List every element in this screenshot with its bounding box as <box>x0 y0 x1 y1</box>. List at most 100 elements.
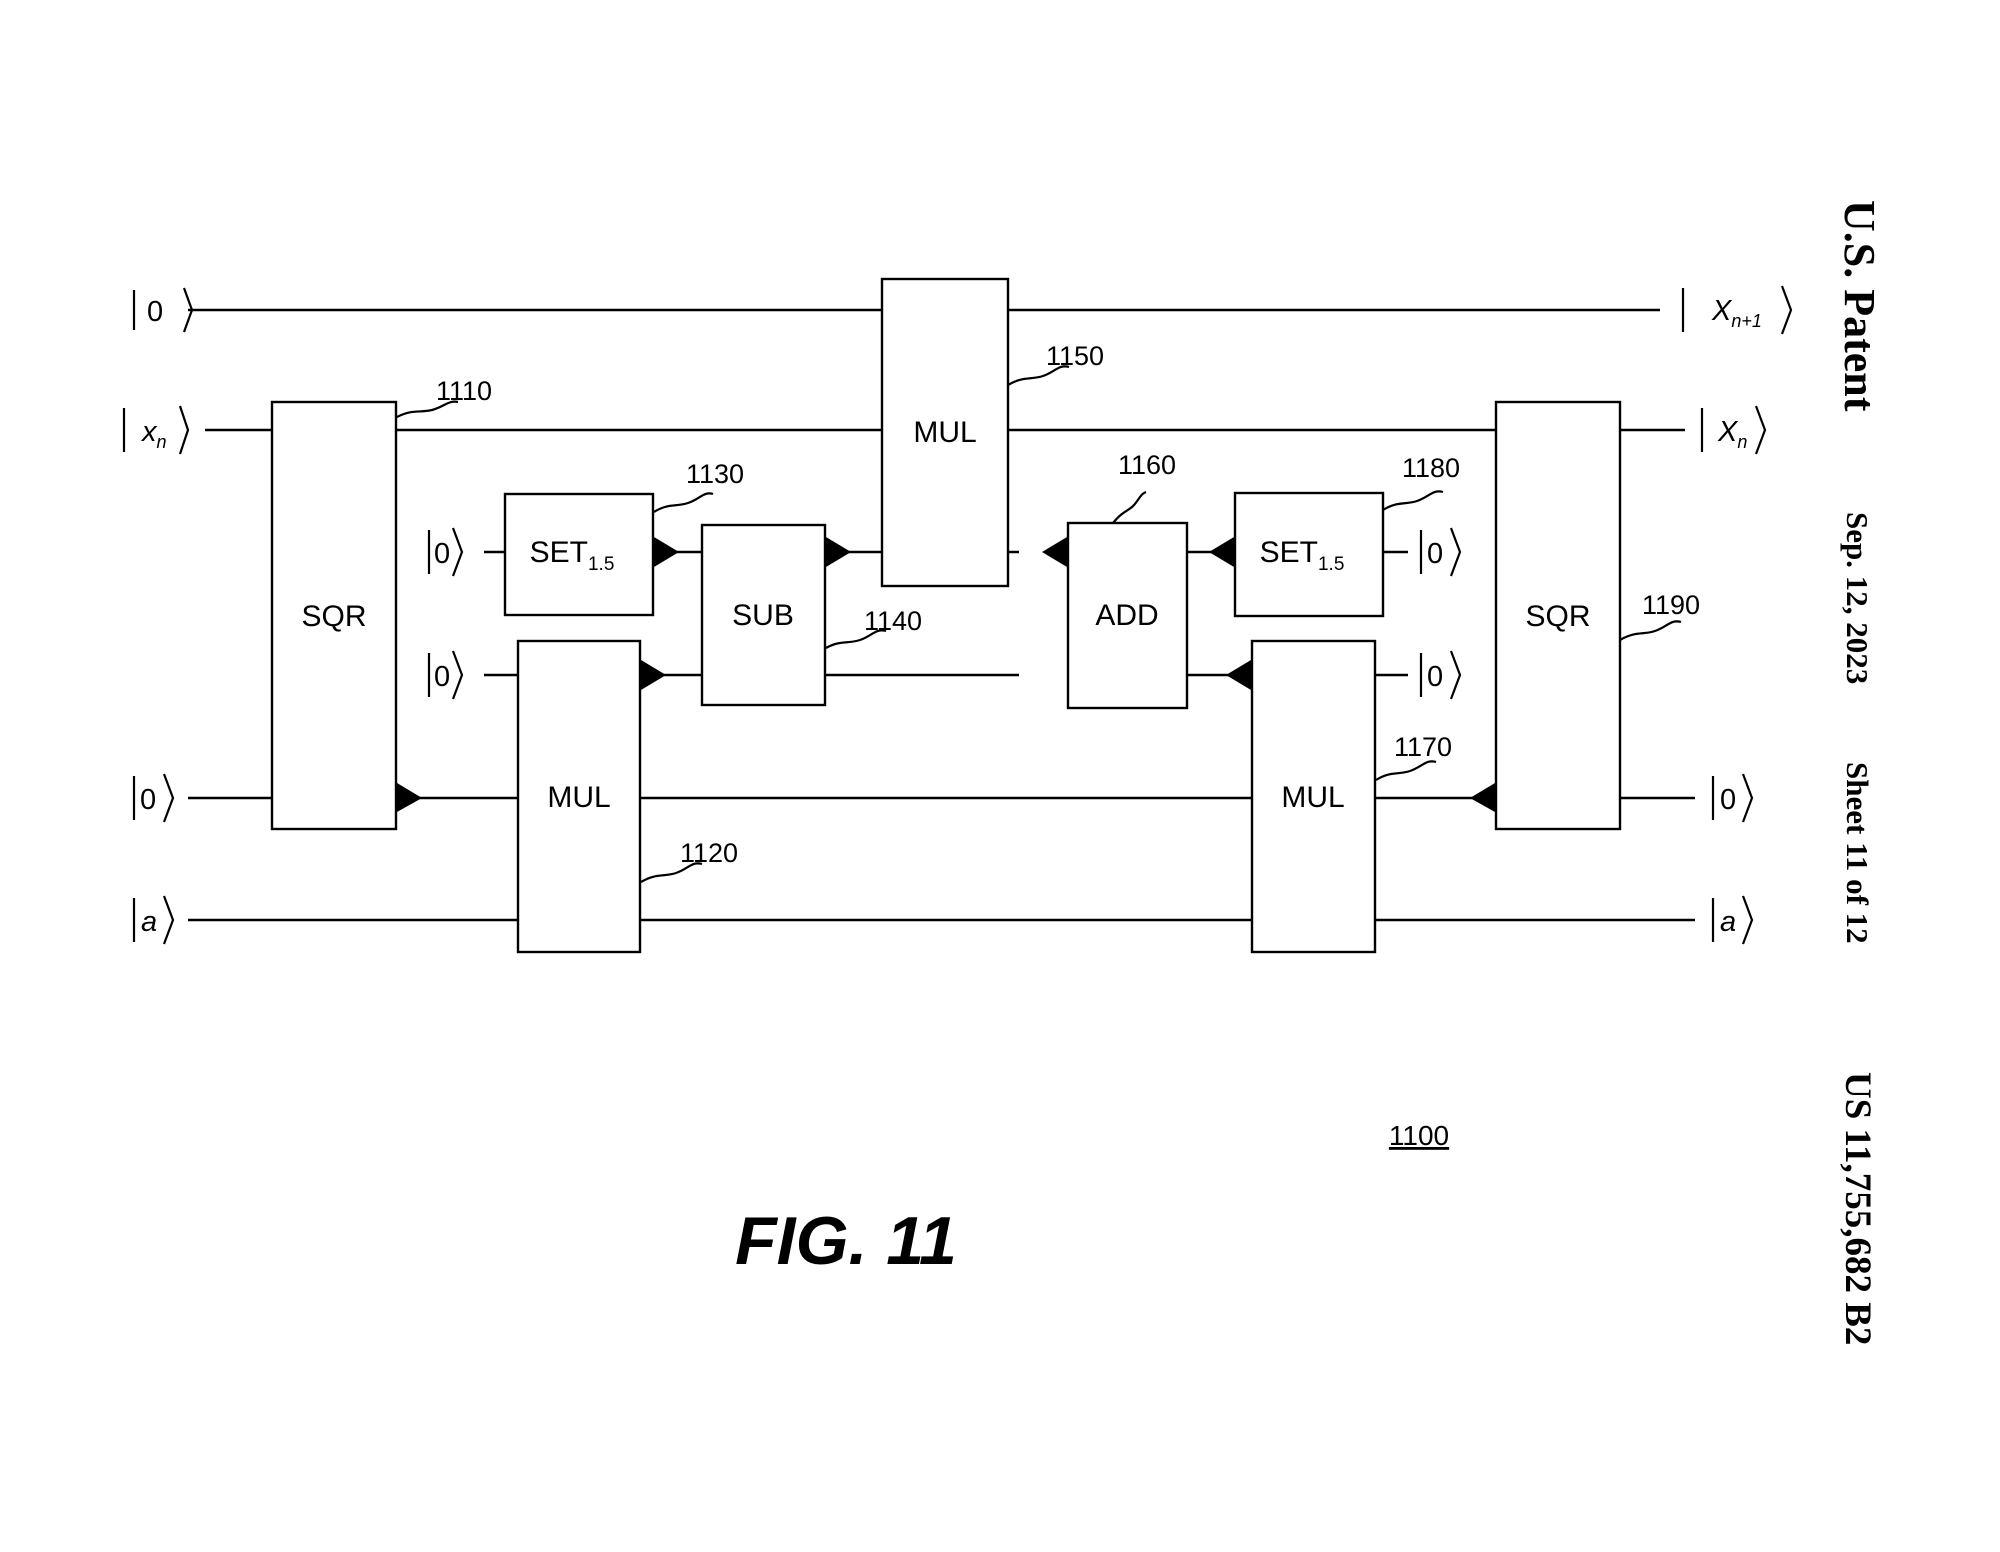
gate-label: MUL <box>1281 781 1344 814</box>
mul-gate-1120 <box>516 639 642 954</box>
gate-label: MUL <box>913 416 976 449</box>
ket-value: 0 <box>434 661 450 693</box>
ket-value-sub: n <box>157 432 167 452</box>
patent-number: US 11,755,682 B2 <box>1837 1072 1878 1345</box>
leader-1180 <box>1382 490 1444 511</box>
ket-angle <box>182 287 194 333</box>
ket-value: 0 <box>434 538 450 570</box>
triangle-marker <box>1470 783 1495 812</box>
gate-label: SUB <box>732 599 794 632</box>
ref-1150: 1150 <box>1046 341 1104 371</box>
ket-value: Xn <box>1717 416 1747 452</box>
ref-1160: 1160 <box>1118 450 1176 480</box>
ket-value: a <box>141 906 157 938</box>
gate-label-sub: 1.5 <box>1318 554 1344 575</box>
ket-output-q0: Xn+1 <box>1681 285 1793 335</box>
ket-value-main: X <box>1711 295 1733 327</box>
leader-1140 <box>825 629 887 649</box>
ket-angle <box>1741 773 1754 823</box>
leader-1120 <box>640 862 703 883</box>
sqr-gate-1110 <box>270 400 398 831</box>
ref-1180: 1180 <box>1402 453 1460 483</box>
ket-value: a <box>1720 906 1736 938</box>
gate-label: SET1.5 <box>1260 536 1345 575</box>
ket-value: 0 <box>140 784 156 816</box>
leader-1170 <box>1375 760 1437 781</box>
mul-gate-1150 <box>880 277 1010 588</box>
figure-reference-number: 1100 <box>1389 1120 1449 1151</box>
ket-input-q5: a <box>132 895 175 945</box>
leader-1190 <box>1619 620 1682 641</box>
triangle-marker <box>1042 537 1067 567</box>
ket-value-main: X <box>1717 416 1739 448</box>
gate-label: MUL <box>547 781 610 814</box>
ref-1110: 1110 <box>436 376 492 406</box>
ket-angle <box>162 773 175 823</box>
sqr-gate-1190 <box>1494 400 1622 831</box>
ref-1130: 1130 <box>686 459 744 489</box>
ket-angle <box>1754 405 1767 455</box>
gate-label: SQR <box>1525 600 1590 633</box>
triangle-marker <box>1209 537 1234 567</box>
gate-label-sub: 1.5 <box>588 554 614 575</box>
add-gate-1160 <box>1066 521 1189 710</box>
ket-angle <box>1780 285 1793 335</box>
reference-leaders <box>396 365 1682 883</box>
ket-output-q3: 0 <box>1419 650 1462 700</box>
leader-1110 <box>396 400 459 418</box>
ket-value: 0 <box>1427 661 1443 693</box>
ket-input-q0: 0 <box>132 287 194 333</box>
target-markers <box>397 537 1495 812</box>
gate-label: SQR <box>301 600 366 633</box>
gate-label: SET1.5 <box>530 536 615 575</box>
ket-angle <box>451 650 464 700</box>
triangle-marker <box>1226 660 1251 690</box>
ket-input-q1: xn <box>122 405 190 455</box>
gate-label-main: SET <box>530 536 588 569</box>
ket-value: Xn+1 <box>1711 295 1762 331</box>
ket-output-q1: Xn <box>1700 405 1767 455</box>
ref-1120: 1120 <box>680 838 738 868</box>
set-gate-1180 <box>1233 491 1385 618</box>
patent-publisher: U.S. Patent <box>1835 200 1884 412</box>
ket-angle <box>451 527 464 577</box>
leader-1160 <box>1112 490 1147 524</box>
ket-output-q4: 0 <box>1711 773 1754 823</box>
ket-value: 0 <box>1720 784 1736 816</box>
gates <box>270 277 1622 954</box>
ket-output-q2: 0 <box>1419 527 1462 577</box>
leader-1150 <box>1007 365 1070 386</box>
ket-value: 0 <box>147 296 163 328</box>
ket-value-sub: n+1 <box>1731 311 1762 331</box>
patent-date: Sep. 12, 2023 <box>1840 512 1875 684</box>
ref-1170: 1170 <box>1394 732 1452 762</box>
input-kets: 0 xn 0 0 0 a <box>122 287 464 945</box>
gate-label: ADD <box>1095 599 1158 632</box>
ket-angle <box>1741 895 1754 945</box>
ket-value-main: x <box>140 416 158 448</box>
figure-label: FIG. 11 <box>735 1203 957 1279</box>
ket-angle <box>1449 527 1462 577</box>
ket-angle <box>178 405 190 455</box>
ket-value: xn <box>140 416 167 452</box>
ket-input-q2: 0 <box>427 527 464 577</box>
set-gate-1130 <box>503 492 655 617</box>
gate-label-main: SET <box>1260 536 1318 569</box>
triangle-marker <box>654 537 679 567</box>
output-kets: Xn+1 Xn 0 0 0 a <box>1419 285 1793 945</box>
ket-input-q4: 0 <box>132 773 175 823</box>
triangle-marker <box>397 783 422 812</box>
ket-angle <box>1449 650 1462 700</box>
triangle-marker <box>826 537 851 567</box>
ket-angle <box>162 895 175 945</box>
patent-header: U.S. Patent Sep. 12, 2023 Sheet 11 of 12… <box>1835 200 1884 1345</box>
sub-gate-1140 <box>700 523 827 707</box>
reference-numerals: 1110 1120 1130 1140 1150 1160 1170 1180 … <box>436 341 1700 868</box>
ref-1140: 1140 <box>864 606 922 636</box>
ref-1190: 1190 <box>1642 590 1700 620</box>
ket-value: 0 <box>1427 538 1443 570</box>
mul-gate-1170 <box>1250 639 1377 954</box>
triangle-marker <box>641 660 666 690</box>
leader-1130 <box>653 492 714 513</box>
